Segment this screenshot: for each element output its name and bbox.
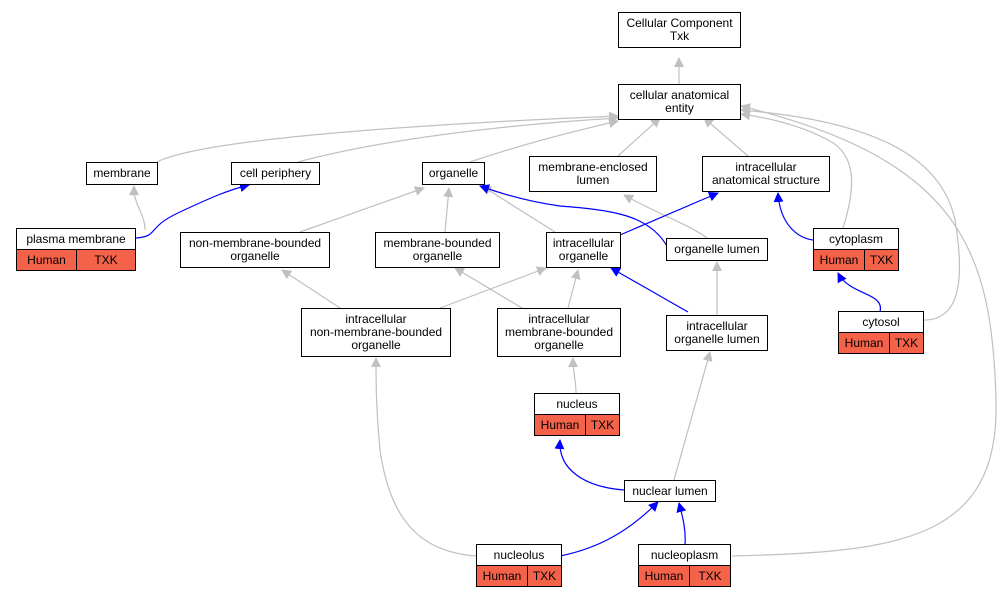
- species-cell: Human: [639, 566, 689, 586]
- node-label: membrane: [93, 166, 151, 180]
- edge-cytosol-to-cae: [740, 105, 961, 321]
- gene-cell: TXK: [527, 566, 561, 586]
- node-organelle-lumen[interactable]: organelle lumen: [666, 238, 768, 261]
- node-title: nucleoplasm: [639, 545, 730, 566]
- edge-mbo-to-organelle: [443, 187, 454, 233]
- edge-nuclear-lumen-to-nucleus: [554, 439, 625, 491]
- edge-ias-to-cae: [703, 117, 749, 157]
- edge-iol-to-io: [610, 267, 689, 313]
- edge-nmbo-to-organelle: [299, 186, 425, 233]
- node-label: organelle lumen: [674, 242, 760, 256]
- node-label: nuclear lumen: [632, 483, 708, 498]
- edge-cytoplasm-to-ias: [773, 192, 814, 241]
- node-label: cellular anatomical entity: [629, 88, 730, 115]
- edge-plasma-membrane-to-cell-periphery: [135, 182, 250, 239]
- node-membrane-bounded-organelle[interactable]: membrane-bounded organelle: [375, 232, 500, 268]
- node-label: intracellular organelle: [552, 236, 615, 263]
- node-cell-periphery[interactable]: cell periphery: [231, 162, 320, 185]
- node-organelle[interactable]: organelle: [422, 162, 485, 185]
- species-cell: Human: [17, 250, 76, 270]
- edge-membrane-to-cae: [156, 111, 619, 163]
- edge-cell-periphery-to-cae: [297, 113, 619, 163]
- edge-nucleoplasm-to-cae: [731, 103, 997, 557]
- edge-inmbo-to-io: [439, 266, 547, 309]
- node-label: membrane-bounded organelle: [383, 236, 492, 263]
- edge-plasma-membrane-to-membrane: [133, 191, 146, 231]
- edge-nucleus-to-imbo: [568, 357, 579, 394]
- node-label: membrane-enclosed lumen: [538, 160, 648, 187]
- node-title: nucleolus: [477, 545, 561, 566]
- edge-organelle-lumen-to-organelle: [479, 184, 669, 249]
- gene-cell: TXK: [76, 250, 135, 270]
- node-intracellular-membrane-bounded-organelle[interactable]: intracellular membrane-bounded organelle: [497, 308, 621, 357]
- node-label: intracellular non-membrane-bounded organ…: [309, 312, 443, 352]
- node-cellular-anatomical-entity[interactable]: cellular anatomical entity: [618, 84, 741, 120]
- node-label: non-membrane-bounded organelle: [188, 236, 322, 263]
- node-label: Cellular Component Txk: [626, 16, 733, 43]
- node-intracellular-non-membrane-bounded-organelle[interactable]: intracellular non-membrane-bounded organ…: [301, 308, 451, 357]
- node-non-membrane-bounded-organelle[interactable]: non-membrane-bounded organelle: [180, 232, 330, 268]
- edge-imbo-to-mbo: [454, 267, 523, 309]
- species-cell: Human: [814, 250, 864, 270]
- node-title: cytosol: [839, 312, 923, 333]
- node-intracellular-organelle-lumen[interactable]: intracellular organelle lumen: [666, 315, 768, 351]
- edge-organelle-lumen-to-mel: [623, 194, 708, 239]
- edge-io-to-ias: [619, 191, 719, 236]
- node-label: intracellular organelle lumen: [674, 319, 760, 346]
- edge-mel-to-cae: [617, 117, 661, 157]
- gene-cell: TXK: [864, 250, 898, 270]
- node-membrane[interactable]: membrane: [86, 162, 158, 185]
- edge-io-to-organelle: [481, 185, 556, 233]
- edge-cytoplasm-to-cae: [740, 110, 853, 229]
- node-title: nucleus: [535, 394, 619, 415]
- gene-cell: TXK: [889, 333, 923, 353]
- edge-nucleoplasm-to-nuclear-lumen: [676, 502, 687, 545]
- edge-organelle-to-cae: [469, 118, 619, 163]
- edge-nucleolus-to-nuclear-lumen: [559, 501, 659, 557]
- node-membrane-enclosed-lumen[interactable]: membrane-enclosed lumen: [529, 156, 657, 192]
- gene-cell: TXK: [689, 566, 730, 586]
- gene-cell: TXK: [585, 415, 619, 435]
- edge-imbo-to-io: [567, 269, 581, 309]
- node-intracellular-anatomical-structure[interactable]: intracellular anatomical structure: [702, 156, 830, 192]
- node-label: cell periphery: [239, 166, 312, 180]
- node-nuclear-lumen[interactable]: nuclear lumen: [624, 480, 716, 502]
- node-cellular-component-txk[interactable]: Cellular Component Txk: [618, 12, 741, 48]
- node-label: organelle: [428, 166, 479, 180]
- edge-cytosol-to-cytoplasm: [837, 272, 881, 313]
- edge-nucleolus-to-inmbo: [371, 357, 477, 557]
- node-title: plasma membrane: [17, 229, 135, 250]
- node-label: intracellular membrane-bounded organelle: [504, 312, 614, 352]
- species-cell: Human: [839, 333, 889, 353]
- edge-inmbo-to-nmbo: [281, 269, 341, 309]
- species-cell: Human: [535, 415, 585, 435]
- species-cell: Human: [477, 566, 527, 586]
- node-title: cytoplasm: [814, 229, 898, 250]
- node-label: intracellular anatomical structure: [711, 160, 821, 187]
- edge-nuclear-lumen-to-iol: [673, 351, 713, 481]
- node-intracellular-organelle[interactable]: intracellular organelle: [546, 232, 621, 268]
